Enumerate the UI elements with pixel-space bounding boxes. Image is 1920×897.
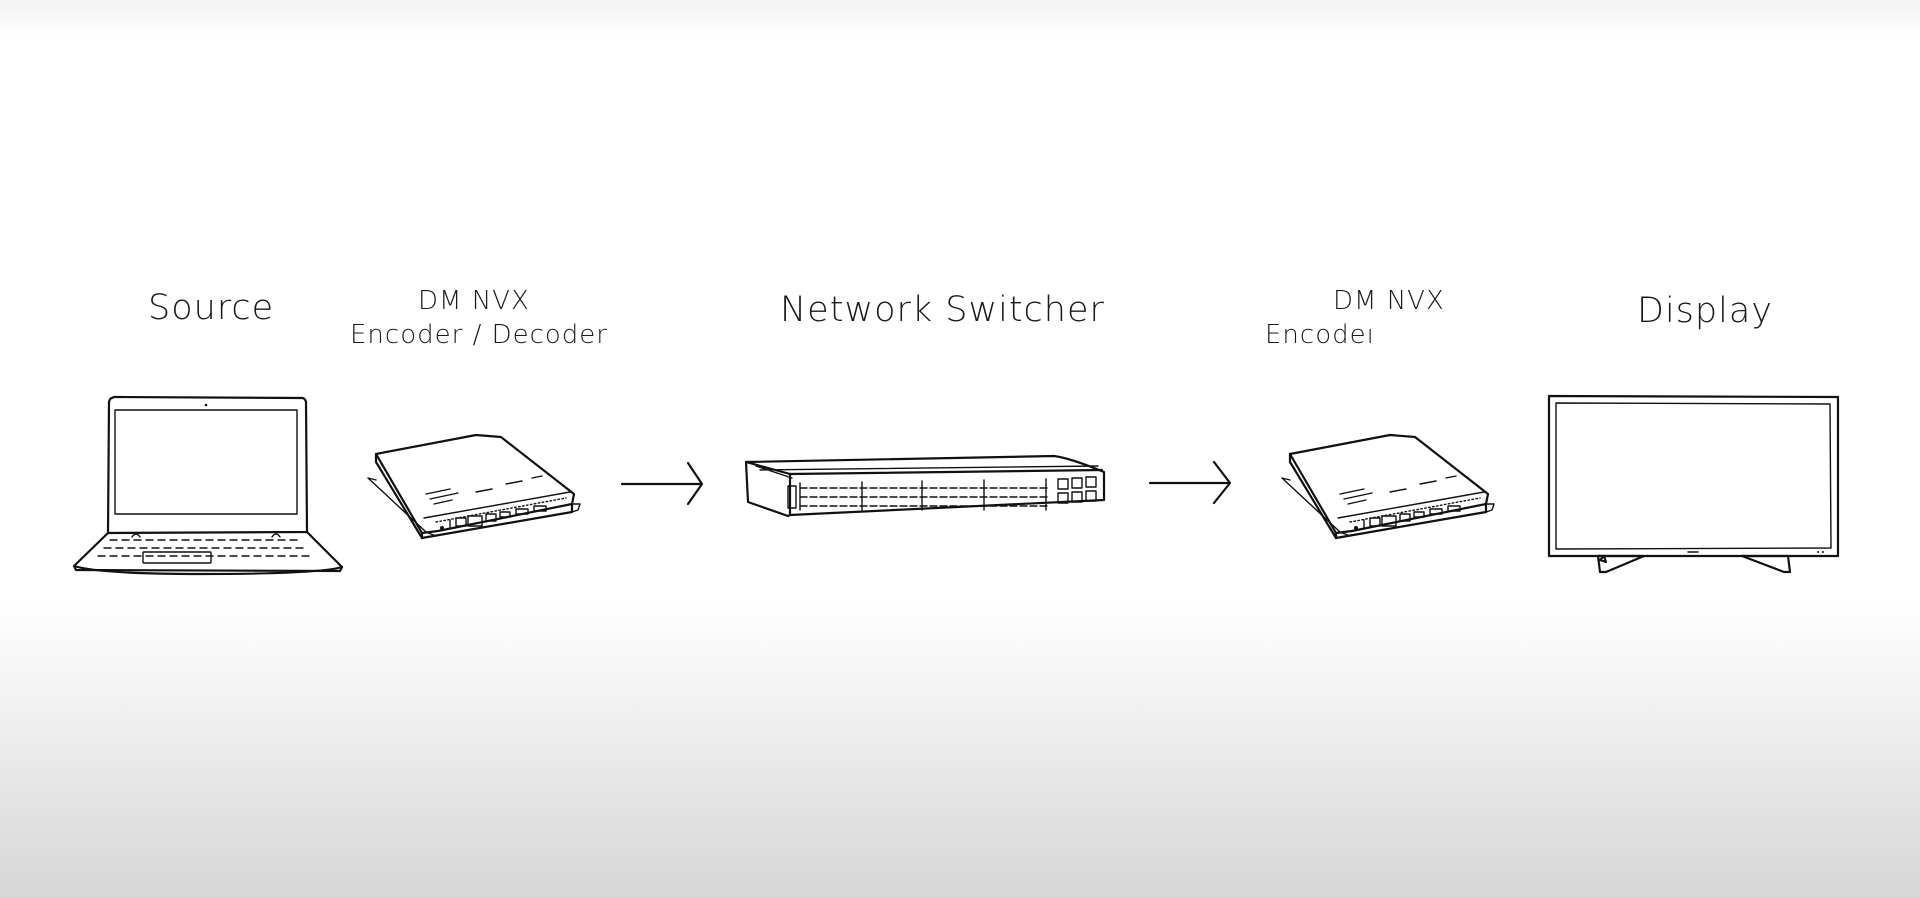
network-switch-icon xyxy=(744,454,1106,518)
arrow-right-icon-1 xyxy=(620,461,704,506)
encoder-left-label-line2: Encoder / Decoder xyxy=(350,320,608,350)
encoder-right-label-line2: Encodeı xyxy=(1265,320,1375,350)
laptop-icon xyxy=(72,395,344,576)
switch-label: Network Switcher xyxy=(780,290,1105,330)
encoder-right-label-line1: DM NVX xyxy=(1333,286,1445,316)
arrow-right-icon-2 xyxy=(1148,460,1232,505)
display-label: Display xyxy=(1637,291,1774,331)
tv-display-icon xyxy=(1547,394,1840,574)
encoder-box-icon-right xyxy=(1281,433,1495,540)
source-label: Source xyxy=(148,288,275,328)
encoder-left-label-line1: DM NVX xyxy=(418,286,530,316)
encoder-box-icon-left xyxy=(367,433,581,540)
